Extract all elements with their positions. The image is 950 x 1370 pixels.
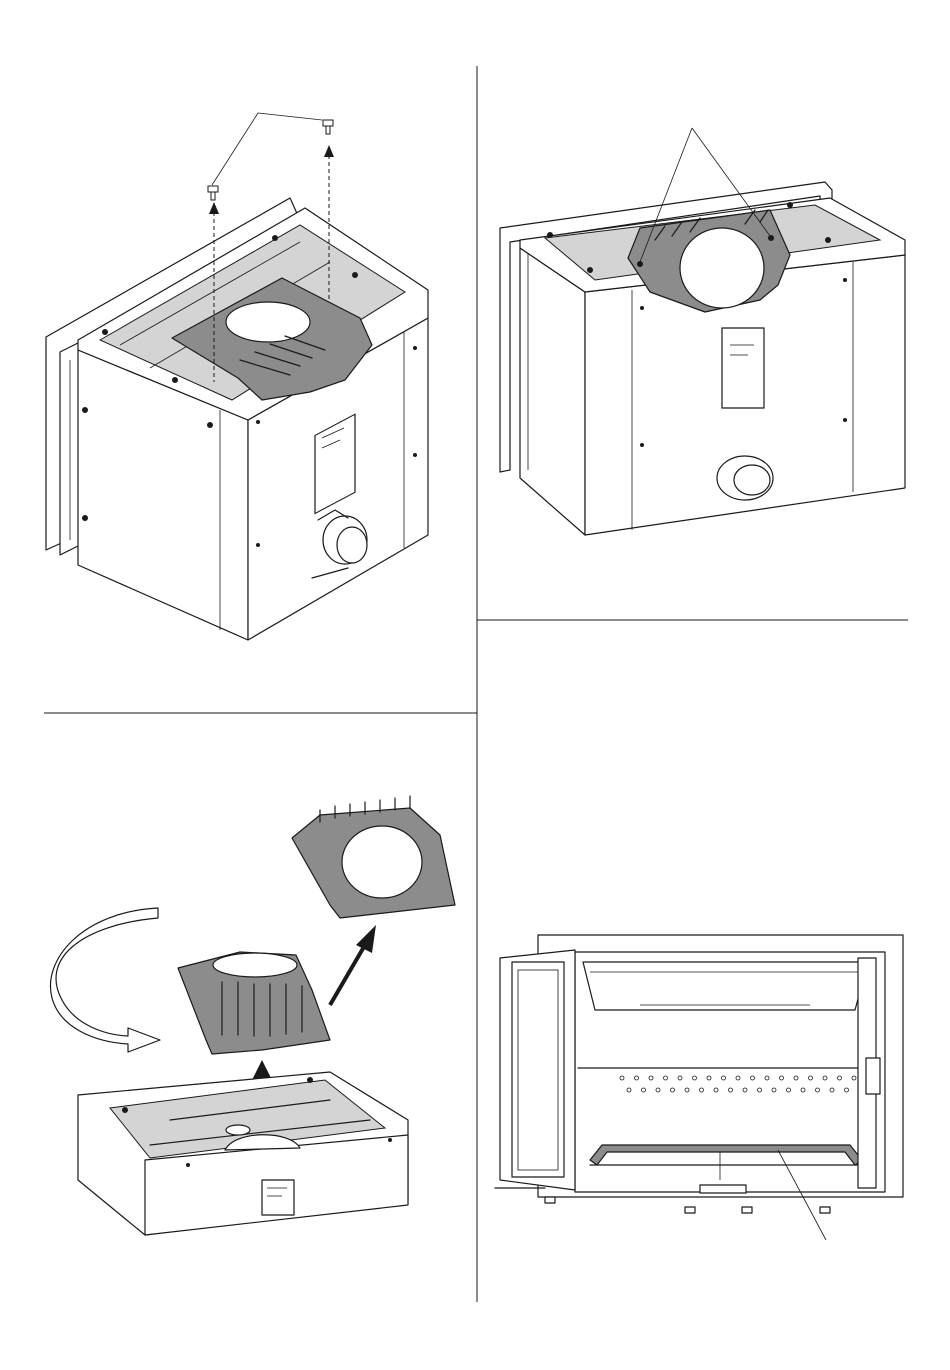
air-hole xyxy=(816,1088,820,1092)
air-hole xyxy=(758,1088,762,1092)
air-hole xyxy=(751,1076,755,1080)
air-hole xyxy=(830,1088,834,1092)
baffle-flue-hole xyxy=(226,302,310,342)
air-hole xyxy=(794,1076,798,1080)
top-baffle-front xyxy=(583,962,868,1010)
screw-icon xyxy=(208,186,218,192)
air-hole xyxy=(714,1088,718,1092)
baffle-flue-hole-removed xyxy=(342,826,422,898)
air-hole xyxy=(838,1076,842,1080)
stove-feet xyxy=(545,1197,830,1213)
air-hole xyxy=(801,1088,805,1092)
air-hole xyxy=(678,1076,682,1080)
air-hole xyxy=(700,1088,704,1092)
screw-icon xyxy=(323,120,333,126)
stove-front-face-right xyxy=(520,248,585,535)
air-hole xyxy=(656,1088,660,1092)
air-hole xyxy=(809,1076,813,1080)
air-hole xyxy=(787,1088,791,1092)
arrow-up-icon xyxy=(209,202,219,214)
air-hole xyxy=(642,1088,646,1092)
air-hole xyxy=(765,1076,769,1080)
air-hole xyxy=(823,1076,827,1080)
air-hole xyxy=(722,1076,726,1080)
baffle-flue-hole-lifted xyxy=(213,953,297,977)
air-hole xyxy=(845,1088,849,1092)
air-hole xyxy=(852,1076,856,1080)
air-hole xyxy=(620,1076,624,1080)
air-hole xyxy=(729,1088,733,1092)
air-hole xyxy=(635,1076,639,1080)
air-hole xyxy=(743,1088,747,1092)
air-hole xyxy=(707,1076,711,1080)
panel-top-right xyxy=(500,128,905,535)
air-hole xyxy=(664,1076,668,1080)
panel-top-left xyxy=(46,113,428,640)
air-hole xyxy=(736,1076,740,1080)
air-hole xyxy=(685,1088,689,1092)
baffle-flue-hole-right xyxy=(680,228,764,308)
air-hole xyxy=(627,1088,631,1092)
arrow-up-icon xyxy=(356,925,376,953)
panel-bottom-right xyxy=(495,935,903,1240)
label-plate-icon xyxy=(262,1180,294,1215)
air-hole xyxy=(671,1088,675,1092)
panel-bottom-left xyxy=(50,796,455,1235)
air-hole xyxy=(780,1076,784,1080)
label-plate-icon xyxy=(722,328,764,408)
air-hole xyxy=(772,1088,776,1092)
air-hole xyxy=(649,1076,653,1080)
air-hole xyxy=(693,1076,697,1080)
arrow-up-icon xyxy=(324,145,334,157)
rotate-arrow-icon xyxy=(50,908,160,1052)
